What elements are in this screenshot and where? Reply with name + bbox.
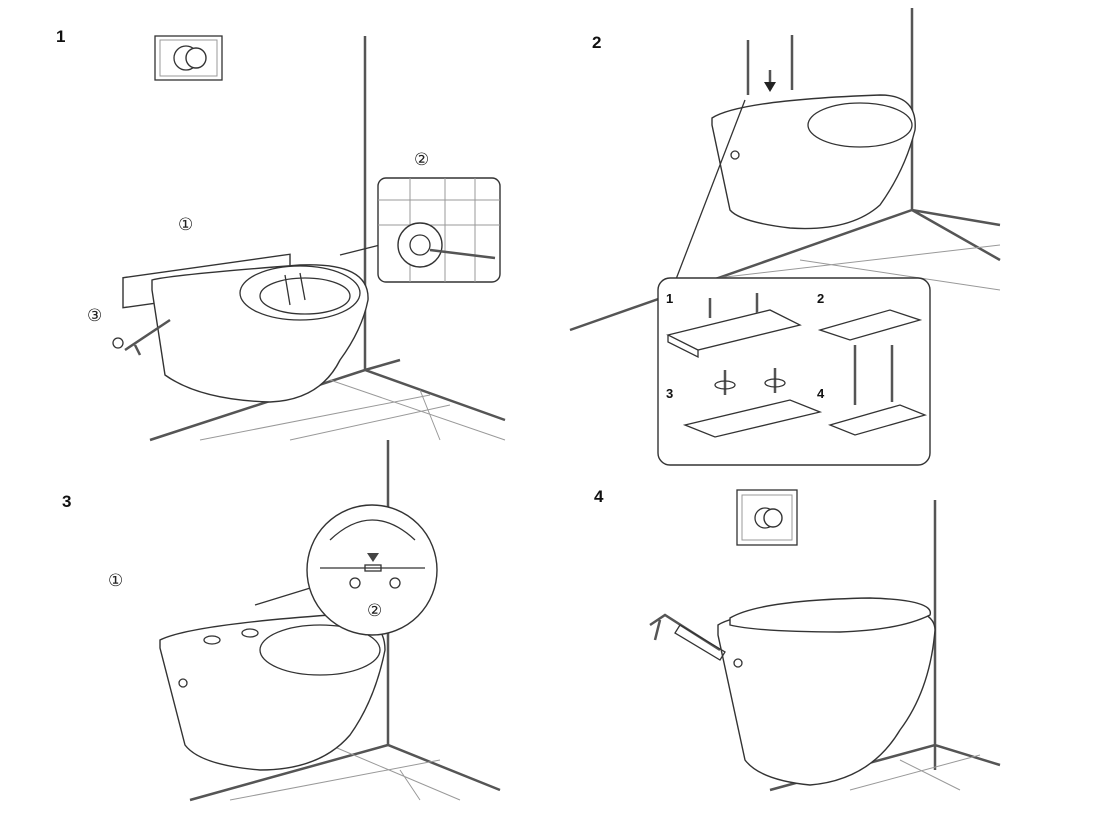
- callout-1: ①: [178, 215, 193, 235]
- step-number: 3: [62, 492, 71, 511]
- detail-inset-seat-fitting: [657, 277, 931, 466]
- step-3-panel: 3 ① ②: [62, 440, 501, 802]
- step-1-panel: 1 ① ③ ②: [56, 27, 506, 442]
- toilet-icon: [122, 253, 369, 403]
- toilet-icon: [717, 597, 936, 786]
- step-4-panel: 4: [594, 487, 1001, 792]
- toilet-icon: [159, 614, 386, 771]
- toilet-icon: [711, 94, 916, 230]
- callout-2: ②: [367, 601, 382, 621]
- inset-step-3: 3: [666, 386, 673, 401]
- inset-step-1: 1: [666, 291, 673, 306]
- callout-3: ③: [87, 306, 102, 326]
- silicone-gun-icon: [649, 613, 726, 661]
- inset-step-4: 4: [817, 386, 825, 401]
- detail-inset-fixing: [377, 177, 501, 283]
- flush-plate-icon: [736, 489, 798, 546]
- step-number: 4: [594, 487, 604, 506]
- allen-key-icon: [124, 318, 171, 356]
- callout-2: ②: [414, 150, 429, 170]
- step-number: 2: [592, 33, 601, 52]
- detail-inset-seat-clip: [306, 504, 438, 636]
- step-number: 1: [56, 27, 65, 46]
- step-2-panel: 2 1 2 3 4: [569, 8, 1001, 466]
- callout-1: ①: [108, 571, 123, 591]
- flush-plate-icon: [154, 35, 223, 81]
- seat-bolt-icons: [746, 35, 794, 95]
- inset-step-2: 2: [817, 291, 824, 306]
